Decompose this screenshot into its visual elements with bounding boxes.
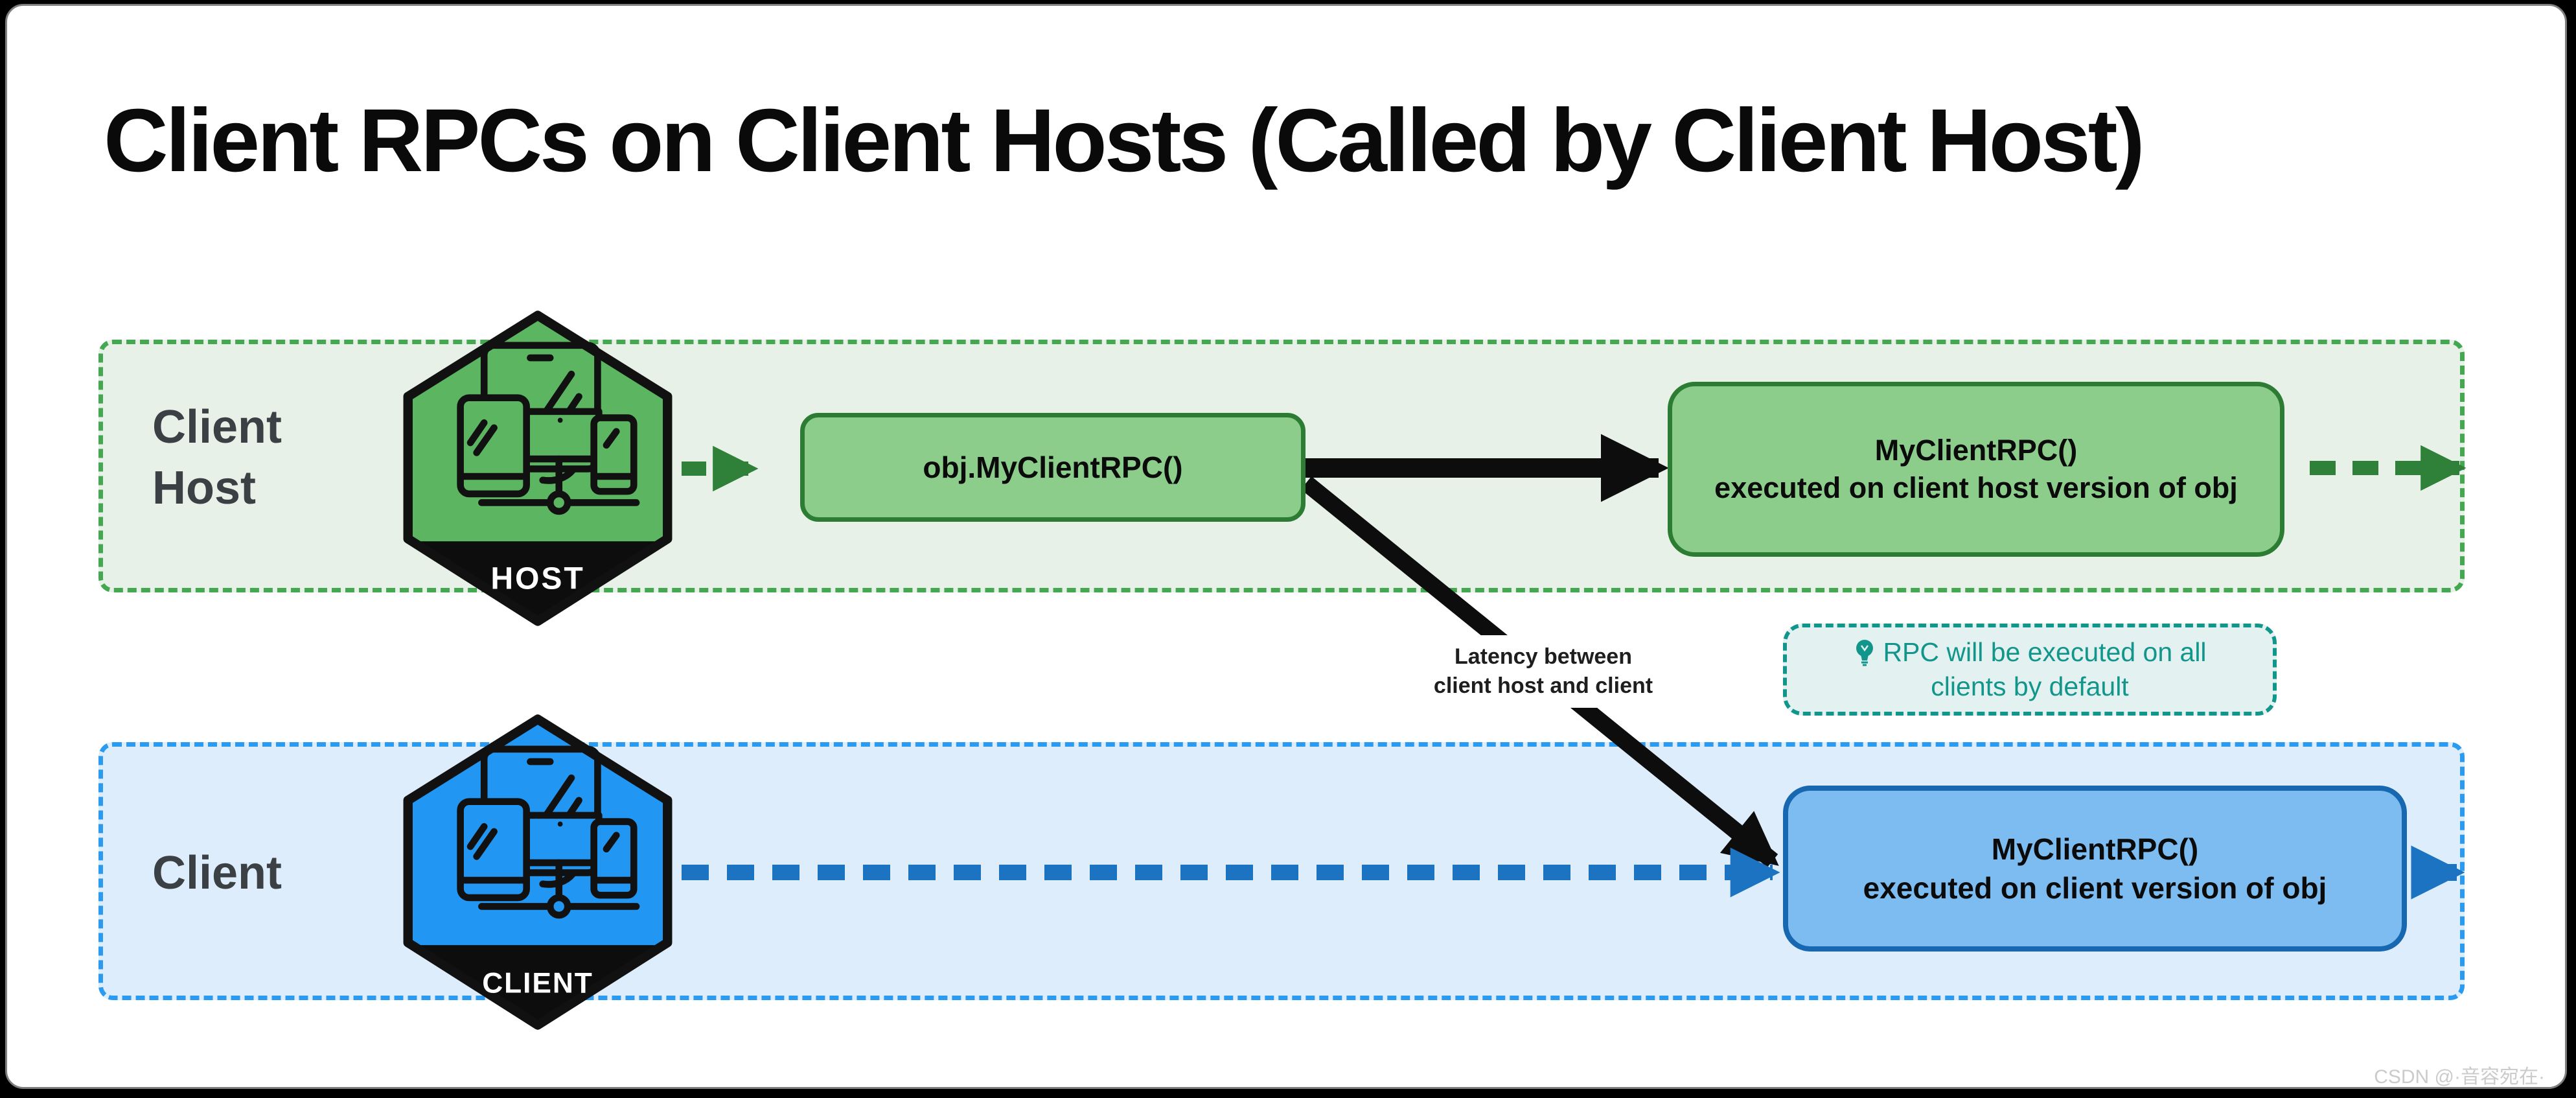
- host-exec-line: executed on client host version of obj: [1714, 471, 2238, 504]
- client-exec-line: MyClientRPC(): [1991, 832, 2199, 866]
- call-box-label: obj.MyClientRPC(): [923, 450, 1183, 484]
- page-title: Client RPCs on Client Hosts (Called by C…: [104, 91, 2145, 191]
- client-exec-line: executed on client version of obj: [1863, 871, 2327, 905]
- call-box: obj.MyClientRPC(): [800, 413, 1305, 522]
- host-badge-label: HOST: [490, 561, 584, 596]
- watermark: CSDN @·音容宛在·: [2374, 1066, 2545, 1088]
- host-exec-line: MyClientRPC(): [1874, 434, 2078, 467]
- note-box: RPC will be executed on all clients by d…: [1783, 624, 2277, 716]
- latency-annotation: Latency between client host and client: [1423, 635, 1664, 708]
- note-line: RPC will be executed on all: [1883, 637, 2207, 667]
- latency-line: client host and client: [1433, 673, 1653, 698]
- lane-label-client: Client: [152, 843, 282, 904]
- devices-network-icon: [457, 342, 640, 515]
- latency-line: Latency between: [1455, 644, 1632, 669]
- client-badge-label: CLIENT: [482, 967, 593, 999]
- client-exec-box: MyClientRPC() executed on client version…: [1783, 786, 2407, 952]
- lane-label-line: Client: [152, 401, 282, 453]
- client-hexagon-badge: CLIENT: [403, 714, 673, 1030]
- note-line: clients by default: [1931, 672, 2129, 701]
- devices-network-icon: [457, 745, 640, 919]
- host-exec-box: MyClientRPC() executed on client host ve…: [1668, 382, 2284, 557]
- host-hexagon-badge: HOST: [403, 310, 673, 626]
- lane-label-client-host: Client Host: [152, 397, 282, 519]
- lightbulb-icon: [1856, 639, 1874, 666]
- lane-label-line: Host: [152, 462, 256, 514]
- lane-label-line: Client: [152, 847, 282, 899]
